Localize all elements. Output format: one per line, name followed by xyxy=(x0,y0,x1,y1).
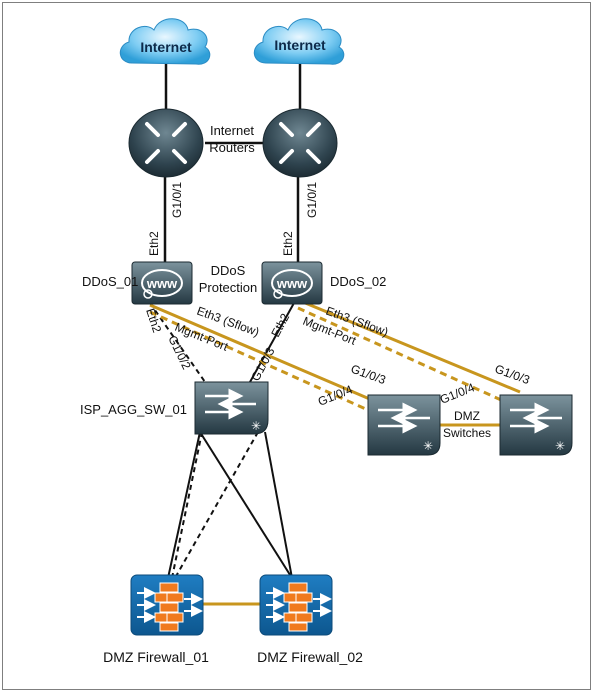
ddos-group-label-line1: DDoS xyxy=(211,263,246,278)
svg-text:www: www xyxy=(276,276,308,291)
ddos-group-label-line2: Protection xyxy=(199,280,258,295)
agg-switch: ✳ xyxy=(194,381,269,435)
firewall-arrows-icon xyxy=(137,587,203,623)
port-eth2-left-top: Eth2 xyxy=(147,231,161,256)
internet-cloud-right: Internet xyxy=(253,18,345,65)
links xyxy=(149,141,521,606)
port-g104-dmz1: G1/0/4 xyxy=(316,382,355,409)
switch-arrows-icon xyxy=(510,402,562,434)
www-globe-icon: www xyxy=(141,269,183,299)
port-g104-dmz2: G1/0/4 xyxy=(438,380,477,407)
port-g101-left: G1/0/1 xyxy=(170,182,184,218)
firewall-left-name: DMZ Firewall_01 xyxy=(103,649,209,665)
ddos-appliance-left: www xyxy=(131,261,193,305)
link-ddos1-agg-mgmt xyxy=(149,302,206,383)
cloud-icon xyxy=(253,18,345,65)
dmz-switches-label-line1: DMZ xyxy=(454,409,480,423)
firewall-arrows-icon xyxy=(266,587,332,623)
ddos-left-name: DDoS_01 xyxy=(82,274,138,289)
svg-text:www: www xyxy=(146,276,178,291)
snowflake-icon: ✳ xyxy=(251,419,261,433)
dmz-switch-left: ✳ xyxy=(367,394,441,456)
ddos-right-name: DDoS_02 xyxy=(330,274,386,289)
link-ddos1-dmz1-sflow xyxy=(149,303,373,402)
snowflake-icon: ✳ xyxy=(423,439,433,453)
link-ddos2-agg xyxy=(249,302,295,383)
link-ddos2-dmz2-sflow xyxy=(297,298,521,394)
link-agg-fw1-dashed-b xyxy=(174,431,259,579)
dmz-switches-label-line2: Switches xyxy=(443,426,491,440)
link-agg-fw1-dashed-a xyxy=(171,431,203,579)
firewall-left xyxy=(130,574,204,636)
port-eth2-right-top: Eth2 xyxy=(281,231,295,256)
cloud-label: Internet xyxy=(274,37,326,53)
internet-router-left xyxy=(128,108,204,178)
ddos-appliance-right: www xyxy=(261,261,323,305)
www-globe-icon: www xyxy=(271,269,313,299)
router-arrows-icon xyxy=(145,122,187,164)
routers-label-line1: Internet xyxy=(210,123,254,138)
port-g103-dmz1: G1/0/3 xyxy=(349,362,388,388)
dmz-switch-right: ✳ xyxy=(499,394,573,456)
port-g101-right: G1/0/1 xyxy=(305,182,319,218)
cloud-icon xyxy=(119,18,211,65)
switch-arrows-icon xyxy=(378,402,430,434)
routers-label-line2: Routers xyxy=(209,140,255,155)
link-ddos1-dmz1-mgmt xyxy=(149,310,369,412)
port-eth2-right-bottom: Eth2 xyxy=(268,311,292,340)
router-arrows-icon xyxy=(279,122,321,164)
snowflake-icon: ✳ xyxy=(555,439,565,453)
agg-switch-name: ISP_AGG_SW_01 xyxy=(80,402,187,417)
link-agg-fw1 xyxy=(167,431,201,579)
firewall-right-name: DMZ Firewall_02 xyxy=(257,649,363,665)
switch-arrows-icon xyxy=(205,388,256,420)
link-agg-fw2-b xyxy=(264,431,293,579)
cloud-label: Internet xyxy=(140,39,192,55)
firewall-right xyxy=(259,574,333,636)
link-agg-fw2-a xyxy=(199,431,293,579)
internet-router-right xyxy=(262,108,338,178)
link-ddos2-dmz2-mgmt xyxy=(297,306,511,406)
internet-cloud-left: Internet xyxy=(119,18,211,65)
